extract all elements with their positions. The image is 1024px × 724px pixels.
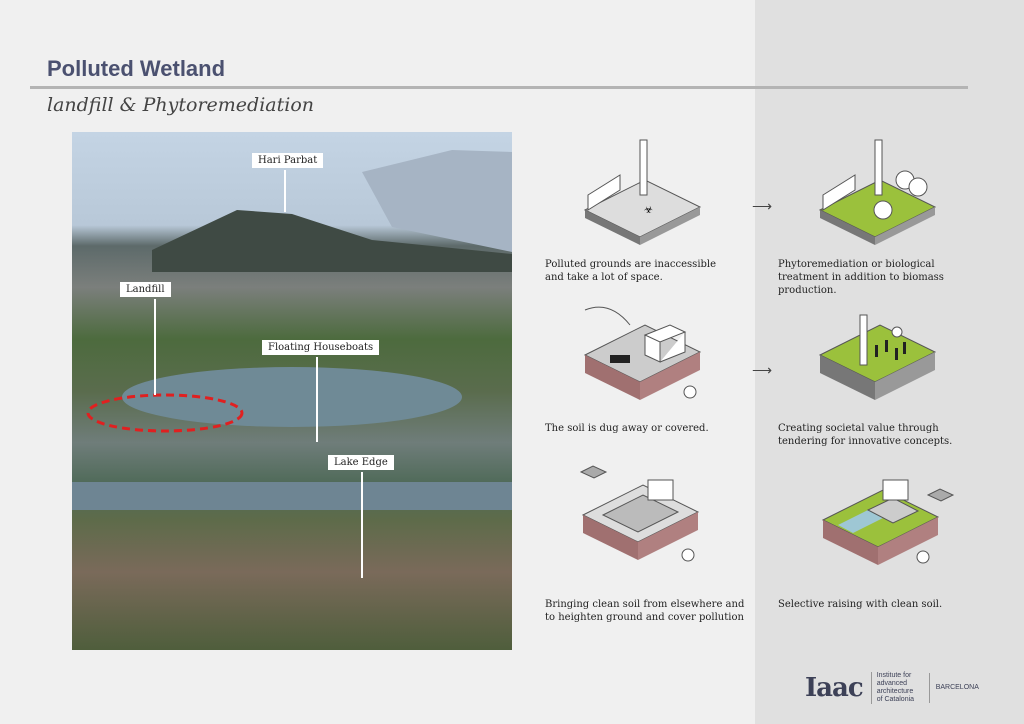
societal-value-diagram bbox=[818, 314, 937, 400]
phytoremediation-diagram bbox=[818, 139, 937, 245]
logo-mark: Iaac bbox=[805, 673, 864, 703]
page-subtitle: landfill & Phytoremediation bbox=[47, 94, 314, 116]
step-caption: Phytoremediation or biological treatment… bbox=[778, 259, 944, 296]
pointer-line bbox=[316, 357, 318, 442]
label-hari-parbat: Hari Parbat bbox=[252, 153, 324, 168]
label-floating-houseboats: Floating Houseboats bbox=[262, 340, 380, 355]
logo-city: BARCELONA bbox=[928, 673, 979, 703]
polluted-factory-diagram: ☣ bbox=[583, 139, 702, 245]
page-title: Polluted Wetland bbox=[47, 56, 226, 81]
step-caption: Selective raising with clean soil. bbox=[778, 599, 943, 610]
svg-text:☣: ☣ bbox=[644, 205, 653, 216]
arrow-right-icon: ⟶ bbox=[752, 362, 773, 378]
arrow-right-icon: ⟶ bbox=[752, 198, 773, 214]
iaac-logo: Iaac Institute for advanced architecture… bbox=[805, 672, 979, 704]
pointer-line bbox=[361, 472, 363, 578]
pointer-line bbox=[154, 299, 156, 395]
soil-dug-diagram bbox=[583, 306, 702, 400]
label-lake-edge: Lake Edge bbox=[328, 455, 394, 470]
step-caption: Polluted grounds are inaccessible and ta… bbox=[545, 259, 717, 283]
divider bbox=[30, 86, 968, 89]
logo-text: Institute for advanced architecture of C… bbox=[870, 672, 921, 704]
clean-soil-diagram bbox=[579, 465, 700, 562]
step-caption: Creating societal value through tenderin… bbox=[778, 423, 953, 447]
pointer-line bbox=[284, 170, 286, 212]
landfill-highlight-ellipse bbox=[86, 393, 244, 433]
label-landfill: Landfill bbox=[120, 282, 171, 297]
selective-raising-diagram bbox=[821, 479, 955, 565]
aerial-photo: Hari Parbat Landfill Floating Houseboats… bbox=[72, 132, 512, 650]
step-caption: The soil is dug away or covered. bbox=[545, 423, 709, 434]
step-caption: Bringing clean soil from elsewhere and t… bbox=[545, 599, 745, 623]
